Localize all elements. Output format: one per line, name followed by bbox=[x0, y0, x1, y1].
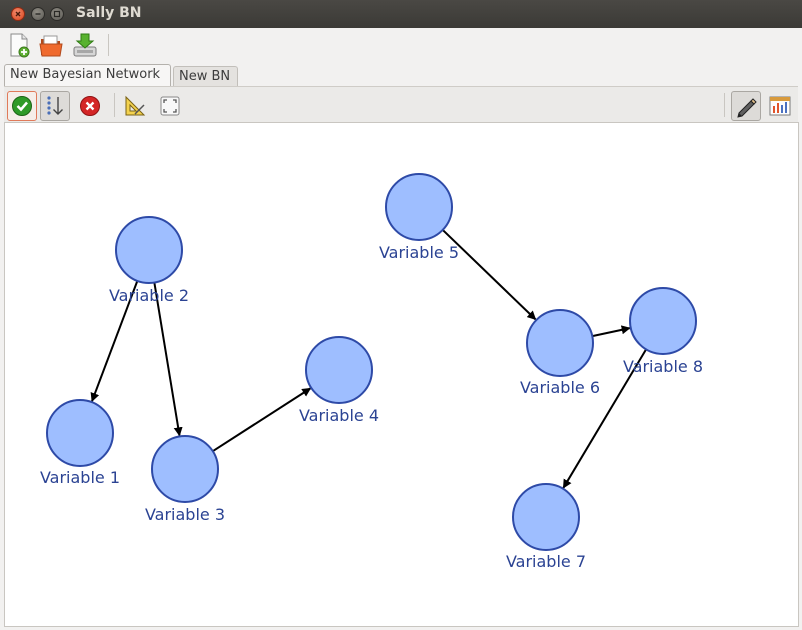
save-file-button[interactable] bbox=[71, 31, 99, 59]
node-label: Variable 5 bbox=[379, 243, 459, 262]
node-circle[interactable] bbox=[115, 216, 183, 284]
node-circle[interactable] bbox=[526, 309, 594, 377]
toolbar-separator bbox=[724, 93, 725, 117]
fit-screen-icon bbox=[160, 96, 180, 116]
network-graph[interactable]: Variable 1 Variable 2 Variable 3 Variable 4… bbox=[5, 123, 798, 626]
network-tabs: New Bayesian Network New BN bbox=[0, 62, 802, 86]
node-label: Variable 2 bbox=[109, 286, 189, 305]
new-file-icon bbox=[10, 33, 30, 58]
tab-label: New Bayesian Network bbox=[10, 67, 161, 82]
node-label: Variable 6 bbox=[520, 378, 600, 397]
node-v4[interactable]: Variable 4 bbox=[299, 336, 379, 425]
fit-view-button[interactable] bbox=[156, 92, 184, 120]
node-label: Variable 1 bbox=[40, 468, 120, 487]
main-toolbar bbox=[0, 28, 802, 62]
maximize-icon bbox=[53, 10, 61, 18]
tab-label: New BN bbox=[179, 69, 231, 84]
edge-layer bbox=[90, 229, 647, 489]
node-v8[interactable]: Variable 8 bbox=[623, 287, 703, 376]
check-icon bbox=[12, 96, 32, 116]
ruler-triangle-icon bbox=[125, 95, 146, 116]
node-v3[interactable]: Variable 3 bbox=[145, 435, 225, 524]
edge-v8-to-v7[interactable] bbox=[562, 348, 647, 489]
network-canvas[interactable]: Variable 1 Variable 2 Variable 3 Variable 4… bbox=[4, 122, 799, 627]
edge-v2-to-v1[interactable] bbox=[90, 280, 139, 403]
node-label: Variable 4 bbox=[299, 406, 379, 425]
window-minimize-button[interactable] bbox=[31, 7, 45, 21]
edit-mode-button[interactable] bbox=[731, 91, 761, 121]
node-layer: Variable 1 Variable 2 Variable 3 Variable 4… bbox=[40, 173, 703, 571]
node-v1[interactable]: Variable 1 bbox=[40, 399, 120, 487]
edit-toolbar bbox=[4, 86, 798, 123]
node-circle[interactable] bbox=[151, 435, 219, 503]
save-download-icon bbox=[73, 33, 97, 57]
edge-v2-to-v3[interactable] bbox=[153, 282, 183, 437]
sort-down-icon bbox=[47, 96, 63, 115]
open-folder-icon bbox=[39, 35, 63, 57]
node-v2[interactable]: Variable 2 bbox=[109, 216, 189, 305]
node-v7[interactable]: Variable 7 bbox=[506, 483, 586, 571]
edge-v6-to-v8[interactable] bbox=[592, 325, 631, 338]
new-file-button[interactable] bbox=[5, 31, 33, 59]
node-v5[interactable]: Variable 5 bbox=[379, 173, 459, 262]
delete-button[interactable] bbox=[76, 92, 104, 120]
toolbar-separator bbox=[114, 93, 115, 117]
window-close-button[interactable] bbox=[11, 7, 25, 21]
window-maximize-button[interactable] bbox=[50, 7, 64, 21]
window-titlebar: Sally BN bbox=[0, 0, 802, 28]
node-circle[interactable] bbox=[385, 173, 453, 241]
node-label: Variable 3 bbox=[145, 505, 225, 524]
node-label: Variable 7 bbox=[506, 552, 586, 571]
node-circle[interactable] bbox=[512, 483, 580, 551]
layout-tool-button[interactable] bbox=[121, 92, 149, 120]
delete-icon bbox=[80, 96, 100, 116]
edge-v3-to-v4[interactable] bbox=[212, 387, 312, 452]
edge-v5-to-v6[interactable] bbox=[442, 229, 537, 321]
tab-new-bn[interactable]: New BN bbox=[173, 66, 238, 86]
node-label: Variable 8 bbox=[623, 357, 703, 376]
window-title: Sally BN bbox=[76, 5, 142, 21]
table-view-button[interactable] bbox=[766, 92, 794, 120]
table-chart-icon bbox=[769, 96, 791, 116]
tab-new-bayesian-network[interactable]: New Bayesian Network bbox=[4, 64, 171, 86]
apply-button[interactable] bbox=[7, 91, 37, 121]
close-icon bbox=[15, 11, 21, 17]
minimize-icon bbox=[35, 13, 41, 15]
node-circle[interactable] bbox=[629, 287, 697, 355]
node-circle[interactable] bbox=[305, 336, 373, 404]
toolbar-separator bbox=[108, 34, 109, 56]
pencil-icon bbox=[737, 98, 757, 118]
node-circle[interactable] bbox=[46, 399, 114, 467]
node-v6[interactable]: Variable 6 bbox=[520, 309, 600, 397]
sort-variables-button[interactable] bbox=[40, 91, 70, 121]
open-file-button[interactable] bbox=[37, 31, 65, 59]
